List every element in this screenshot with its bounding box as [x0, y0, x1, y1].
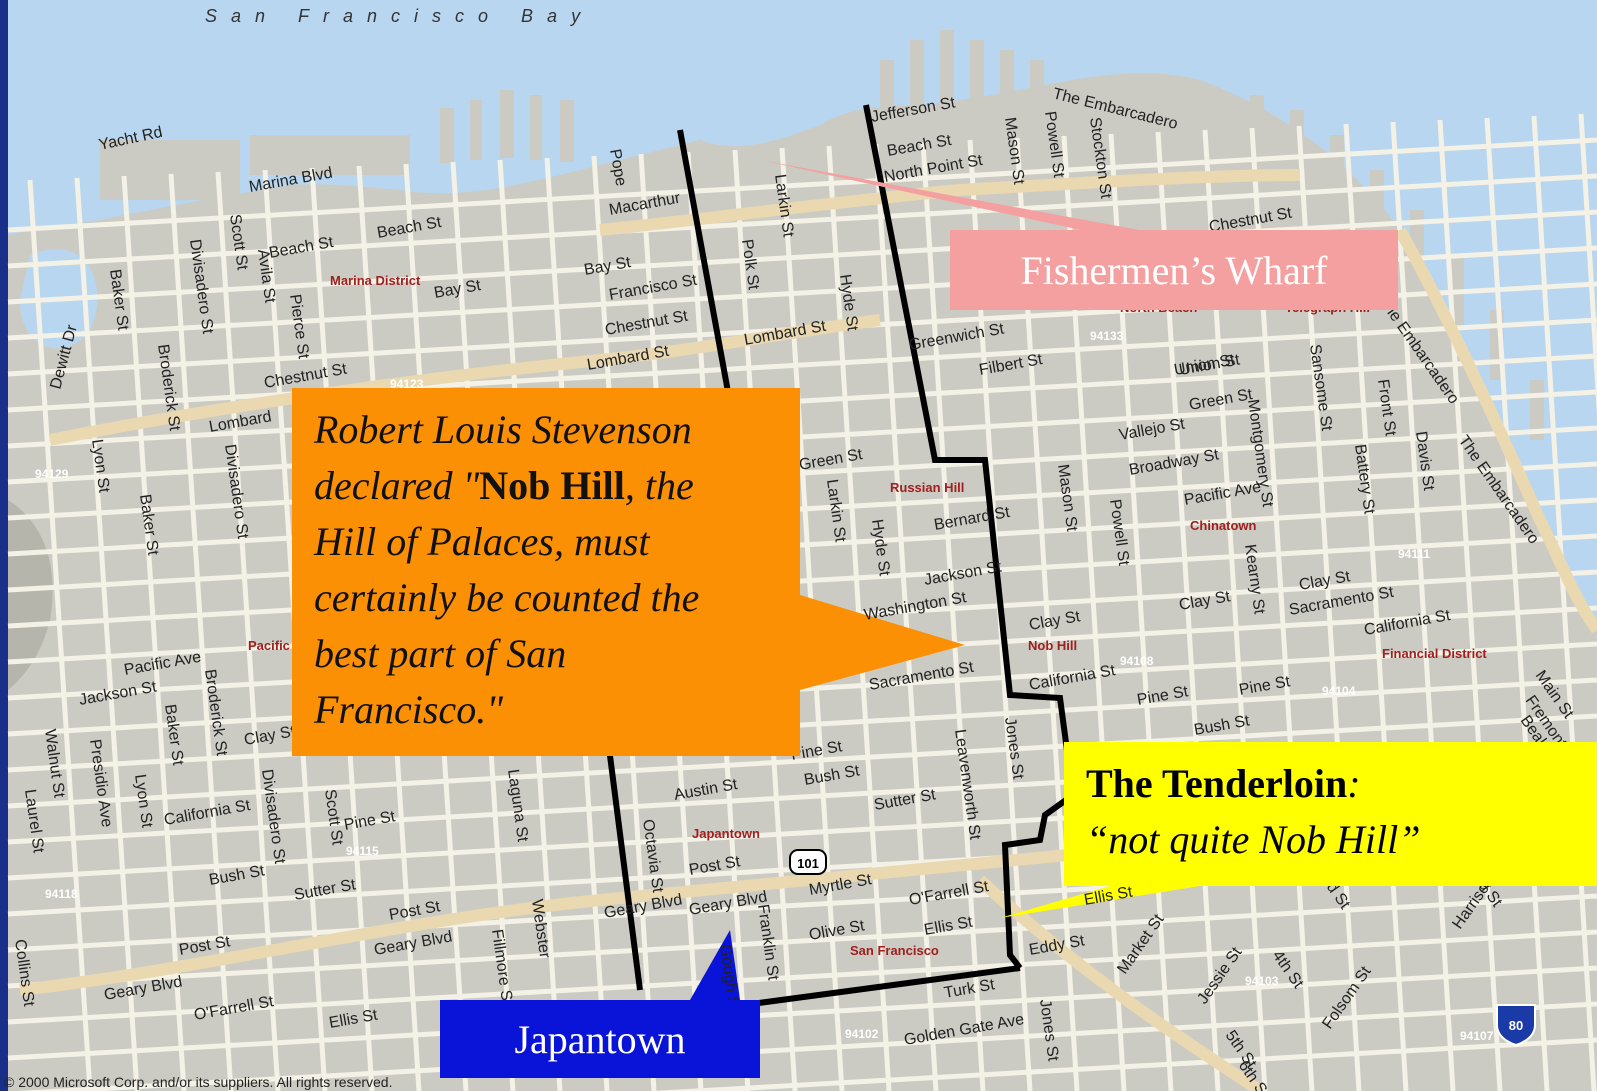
tenderloin-quote: “not quite Nob Hill”	[1086, 817, 1421, 862]
svg-text:80: 80	[1509, 1018, 1523, 1033]
zip-label: 94133	[1090, 329, 1124, 343]
stevenson-line-2a: declared "	[314, 463, 480, 508]
route-van-ness	[677, 129, 738, 431]
district-label: Marina District	[330, 273, 421, 288]
district-label: Nob Hill	[1028, 638, 1077, 653]
tenderloin-title: The Tenderloin	[1086, 761, 1348, 806]
district-label: Financial District	[1382, 646, 1487, 661]
arterials	[19, 169, 1597, 1091]
stevenson-line-5: best part of San	[314, 631, 567, 676]
street-label: Pope	[606, 148, 629, 188]
highway-shield-101: 101	[789, 849, 827, 875]
zip-label: 94129	[35, 467, 69, 481]
nob-hill-emphasis: Nob Hill	[479, 463, 625, 508]
stevenson-quote-callout: Robert Louis Stevenson declared "Nob Hil…	[292, 388, 800, 756]
zip-labels: 94123 94129 94133 94111 94108 94104 94115 94118…	[35, 329, 1494, 1043]
route-gough	[605, 739, 643, 991]
zip-label: 94115	[346, 844, 379, 858]
fishermens-wharf-label: Fishermen’s Wharf	[1020, 247, 1328, 293]
tenderloin-title-line: The Tenderloin:	[1086, 756, 1597, 812]
stevenson-line-2: declared "Nob Hill, the	[314, 458, 800, 514]
zip-label: 94123	[390, 377, 424, 391]
street-grid	[7, 113, 1597, 1091]
stevenson-line-6: Francisco."	[314, 687, 503, 732]
stevenson-line-4: certainly be counted the	[314, 575, 700, 620]
fishermens-wharf-callout: Fishermen’s Wharf	[950, 230, 1398, 310]
japantown-label: Japantown	[514, 1016, 686, 1062]
japantown-callout-tail	[690, 930, 740, 1000]
zip-label: 94118	[45, 887, 78, 901]
japantown-callout: Japantown	[440, 1000, 760, 1078]
zip-label: 94103	[1245, 974, 1279, 988]
stevenson-line-2c: , the	[624, 463, 694, 508]
route-turk	[743, 965, 1021, 1008]
zip-label: 94104	[1322, 684, 1356, 698]
district-label: Russian Hill	[890, 480, 964, 495]
zip-label: 94102	[845, 1027, 879, 1041]
wharf-callout-tail	[760, 160, 1150, 232]
tenderloin-colon: :	[1347, 761, 1361, 806]
map-copyright: © 2000 Microsoft Corp. and/or its suppli…	[4, 1074, 393, 1090]
stevenson-callout-tail	[800, 595, 965, 690]
bay-title: San Francisco Bay	[205, 6, 595, 26]
zip-label: 94107	[1460, 1029, 1494, 1043]
district-label: San Francisco	[850, 943, 939, 958]
stevenson-line-3: Hill of Palaces, must	[314, 519, 650, 564]
tenderloin-callout-tail	[1000, 886, 1200, 918]
svg-text:101: 101	[797, 856, 819, 871]
street-label: Polk St	[738, 238, 762, 291]
district-label: Japantown	[692, 826, 760, 841]
zip-label: 94108	[1120, 654, 1154, 668]
highway-shield-80: 80	[1496, 1004, 1536, 1047]
zip-label: 94111	[1398, 547, 1430, 561]
tenderloin-callout: The Tenderloin: “not quite Nob Hill”	[1064, 742, 1597, 886]
stevenson-line-1: Robert Louis Stevenson	[314, 407, 692, 452]
district-label: Chinatown	[1190, 518, 1256, 533]
park	[8, 500, 53, 690]
